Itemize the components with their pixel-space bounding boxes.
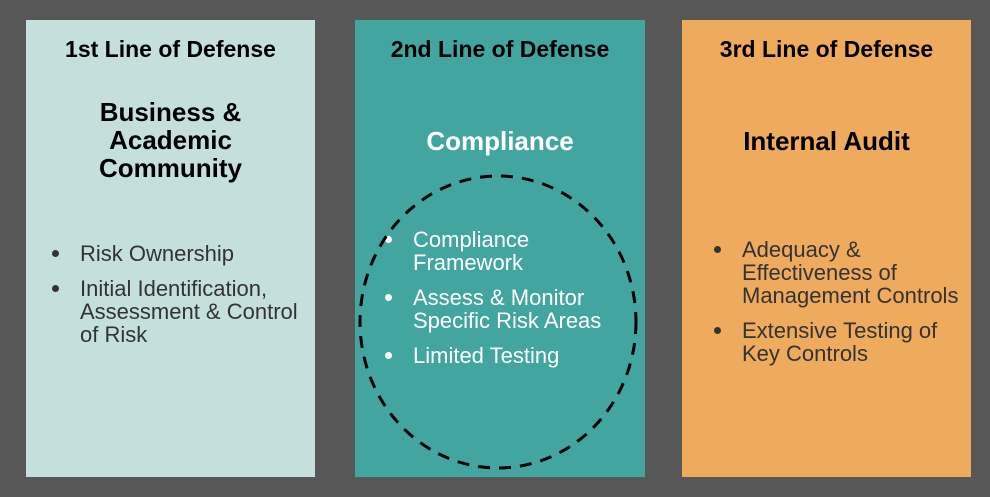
bullet-text: Assess & Monitor Specific Risk Areas [413, 285, 602, 333]
bullet-text: Limited Testing [413, 343, 560, 368]
panel-subtitle: Business & Academic Community [99, 97, 242, 183]
bullet-icon [714, 327, 721, 334]
bullet-text: Compliance Framework [413, 227, 530, 275]
panel-title: 3rd Line of Defense [719, 36, 934, 62]
bullet-list: Risk Ownership Initial Identification, A… [52, 242, 302, 358]
bullet-text: Initial Identification, Assessment & Con… [80, 276, 298, 347]
bullet-icon [52, 285, 59, 292]
bullet-text: Risk Ownership [80, 241, 235, 266]
third-line-panel: 3rd Line of Defense Internal Audit Adequ… [682, 20, 971, 477]
list-item: Extensive Testing of Key Controls [714, 319, 964, 365]
bullet-icon [385, 294, 392, 301]
bullet-icon [52, 250, 59, 257]
panel-subtitle: Compliance [426, 126, 574, 156]
bullet-list: Adequacy & Effectiveness of Management C… [714, 238, 964, 377]
bullet-icon [385, 236, 392, 243]
bullet-list: Compliance Framework Assess & Monitor Sp… [385, 228, 625, 379]
panel-subtitle: Internal Audit [743, 126, 910, 156]
second-line-panel: 2nd Line of Defense Compliance Complianc… [355, 20, 645, 477]
bullet-icon [385, 352, 392, 359]
list-item: Risk Ownership [52, 242, 302, 265]
list-item: Limited Testing [385, 344, 625, 367]
list-item: Assess & Monitor Specific Risk Areas [385, 286, 625, 332]
bullet-text: Adequacy & Effectiveness of Management C… [742, 237, 959, 308]
bullet-icon [714, 246, 721, 253]
list-item: Adequacy & Effectiveness of Management C… [714, 238, 964, 307]
list-item: Initial Identification, Assessment & Con… [52, 277, 302, 346]
panel-title: 1st Line of Defense [65, 36, 276, 62]
list-item: Compliance Framework [385, 228, 625, 274]
first-line-panel: 1st Line of Defense Business & Academic … [26, 20, 315, 477]
panel-title: 2nd Line of Defense [390, 36, 610, 62]
bullet-text: Extensive Testing of Key Controls [742, 318, 938, 366]
